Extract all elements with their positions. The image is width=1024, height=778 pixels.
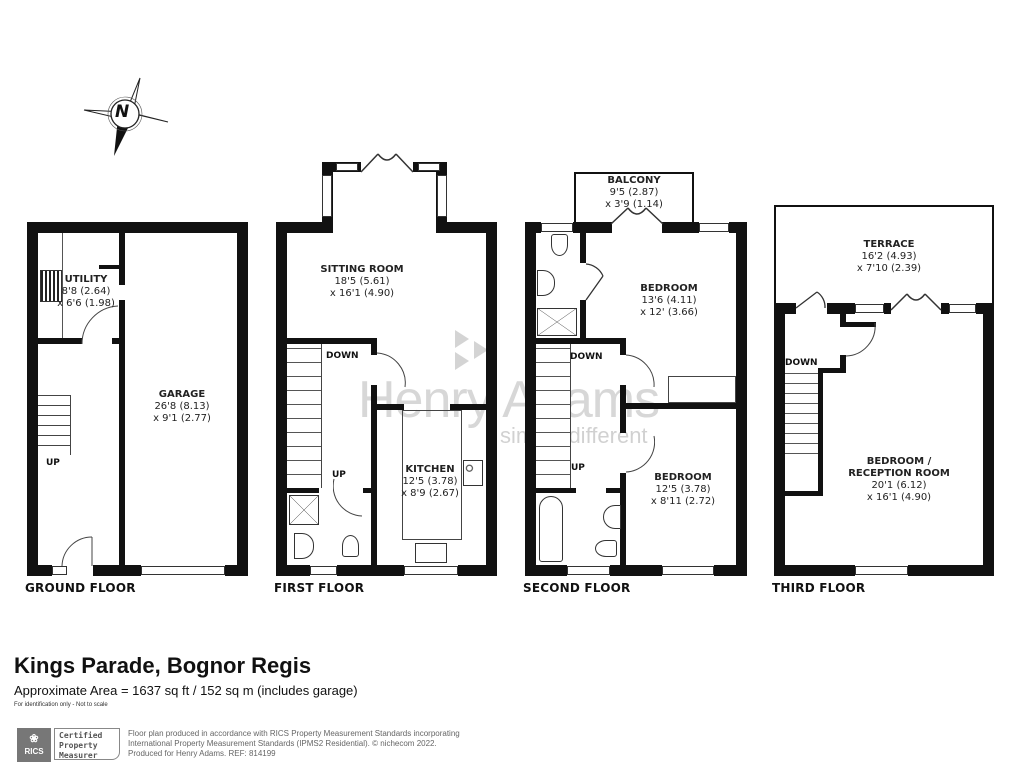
- toilet-icon: [595, 540, 617, 557]
- front-door-swing-icon: [61, 536, 93, 567]
- french-doors-icon: [360, 153, 414, 173]
- room-bedroom-reception-label: BEDROOM / RECEPTION ROOM 20'1 (6.12) x 1…: [848, 456, 950, 503]
- bathtub-icon: [539, 496, 563, 562]
- door-swing-icon: [845, 322, 876, 357]
- stairs-up-label: UP: [571, 463, 585, 473]
- watermark-triangle-icon: [474, 341, 488, 359]
- room-sitting-room-label: SITTING ROOM 18'5 (5.61) x 16'1 (4.90): [320, 264, 404, 299]
- stairs-down-label: DOWN: [785, 358, 818, 368]
- stairs-down-label: DOWN: [326, 351, 359, 361]
- wardrobe: [668, 376, 736, 403]
- washing-machine-icon: [40, 270, 62, 302]
- french-doors-icon: [890, 293, 942, 311]
- terrace-outline: [774, 205, 994, 305]
- stairs-icon: [536, 344, 571, 488]
- shower-tray-icon: [289, 495, 319, 525]
- rics-certification: ❀ RICS Certified Property Measurer: [17, 728, 121, 762]
- washbasin-icon: [537, 270, 555, 296]
- compass-north-label: N: [115, 102, 130, 122]
- kitchen-island: [402, 410, 462, 540]
- north-arrow-compass-icon: N: [78, 72, 173, 157]
- room-terrace-label: TERRACE 16'2 (4.93) x 7'10 (2.39): [856, 239, 922, 274]
- washbasin-icon: [603, 505, 621, 529]
- french-doors-icon: [610, 207, 664, 225]
- door-swing-icon: [625, 435, 655, 473]
- floor-label-first: FIRST FLOOR: [274, 581, 365, 595]
- floor-label-ground: GROUND FLOOR: [25, 581, 136, 595]
- watermark-triangle-icon: [455, 352, 469, 370]
- identification-note: For identification only - Not to scale: [14, 702, 108, 708]
- room-balcony-label: BALCONY 9'5 (2.87) x 3'9 (1.14): [605, 175, 663, 210]
- shower-tray-icon: [537, 308, 577, 336]
- rics-logo-icon: ❀ RICS: [17, 728, 51, 762]
- property-title: Kings Parade, Bognor Regis: [14, 653, 312, 678]
- floor-label-second: SECOND FLOOR: [523, 581, 631, 595]
- room-bedroom-1-label: BEDROOM 13'6 (4.11) x 12' (3.66): [640, 283, 698, 318]
- door-swing-icon: [625, 354, 655, 388]
- door-swing-icon: [795, 291, 826, 309]
- room-bedroom-2-label: BEDROOM 12'5 (3.78) x 8'11 (2.72): [650, 472, 716, 507]
- watermark-triangle-icon: [455, 330, 469, 348]
- approximate-area: Approximate Area = 1637 sq ft / 152 sq m…: [14, 683, 358, 698]
- floor-label-third: THIRD FLOOR: [772, 581, 866, 595]
- stairs-up-label: UP: [46, 458, 60, 468]
- legal-text: Floor plan produced in accordance with R…: [128, 729, 460, 758]
- door-swing-icon: [333, 478, 363, 517]
- room-utility-label: UTILITY 8'8 (2.64) x 6'6 (1.98): [57, 274, 115, 309]
- toilet-icon: [551, 234, 568, 256]
- door-swing-icon: [81, 305, 119, 345]
- toilet-icon: [342, 535, 359, 557]
- room-kitchen-label: KITCHEN 12'5 (3.78) x 8'9 (2.67): [401, 464, 459, 499]
- sink-icon: [415, 543, 447, 563]
- stairs-up-label: UP: [332, 470, 346, 480]
- stairs-down-label: DOWN: [570, 352, 603, 362]
- washbasin-icon: [294, 533, 314, 559]
- stairs-icon: [785, 373, 818, 463]
- certified-measurer-badge: Certified Property Measurer: [54, 728, 120, 760]
- stairs-icon: [38, 395, 71, 455]
- watermark-brand: Henry Adams: [358, 371, 660, 429]
- door-swing-icon: [585, 263, 604, 301]
- door-swing-icon: [376, 352, 406, 388]
- stairs-icon: [287, 344, 322, 488]
- balcony-outline: [574, 172, 694, 222]
- room-garage-label: GARAGE 26'8 (8.13) x 9'1 (2.77): [153, 389, 211, 424]
- hob-icon: [463, 460, 483, 486]
